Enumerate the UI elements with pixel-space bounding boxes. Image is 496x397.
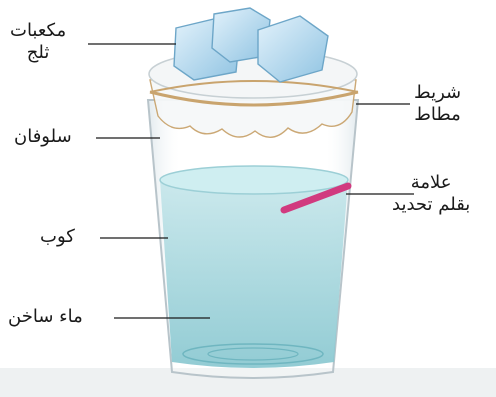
label-marker-line2: بقلم تحديد	[392, 194, 470, 216]
label-marker: علامة بقلم تحديد	[392, 172, 470, 216]
label-marker-line1: علامة	[392, 172, 470, 194]
label-ice-cubes-line2: ثلج	[10, 42, 66, 64]
label-rubber-band-line2: مطاط	[414, 104, 461, 126]
label-rubber-band: شريط مطاط	[414, 82, 461, 126]
label-cup: كوب	[40, 226, 75, 248]
label-hot-water: ماء ساخن	[8, 306, 83, 328]
label-ice-cubes-line1: مكعبات	[10, 20, 66, 42]
label-rubber-band-line1: شريط	[414, 82, 461, 104]
water-surface	[160, 166, 348, 194]
label-cellophane: سلوفان	[14, 126, 72, 148]
label-ice-cubes: مكعبات ثلج	[10, 20, 66, 64]
